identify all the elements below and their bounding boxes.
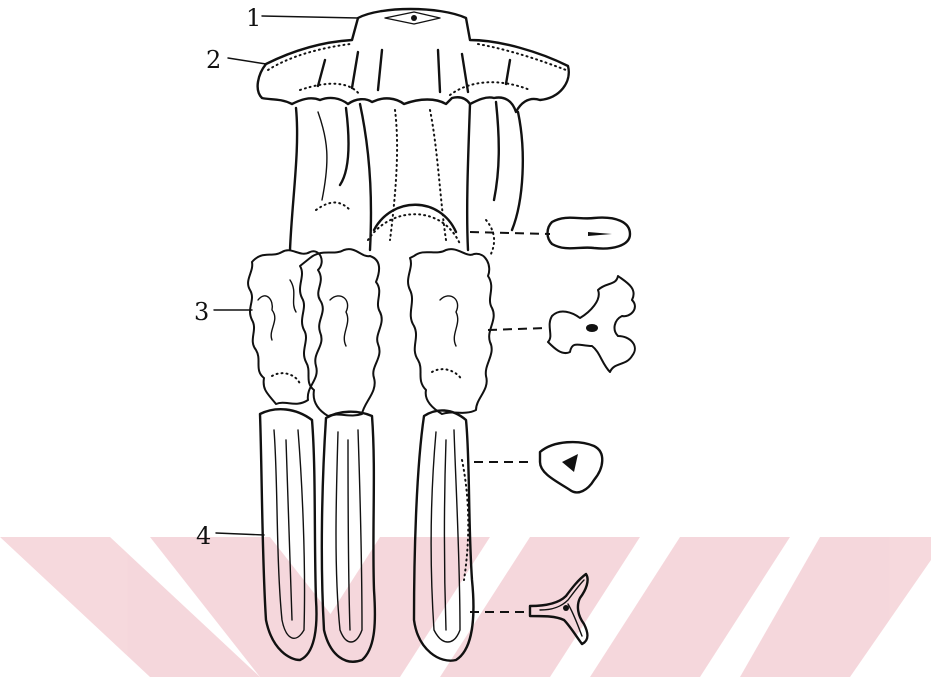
label-3: 3 [194, 298, 209, 326]
pointer-section-a [470, 232, 550, 234]
label-2: 2 [206, 46, 221, 74]
bell [258, 9, 569, 112]
leader-1 [262, 16, 358, 18]
label-1: 1 [246, 4, 261, 32]
leader-2 [228, 58, 266, 64]
cross-section-triangle [540, 442, 602, 492]
cross-section-frilled [548, 276, 635, 372]
leader-4 [216, 533, 264, 535]
frilled-arms [248, 249, 494, 416]
cross-section-oval [548, 218, 631, 249]
label-4: 4 [196, 522, 211, 550]
pointer-section-b [488, 328, 546, 330]
watermark [0, 537, 931, 677]
